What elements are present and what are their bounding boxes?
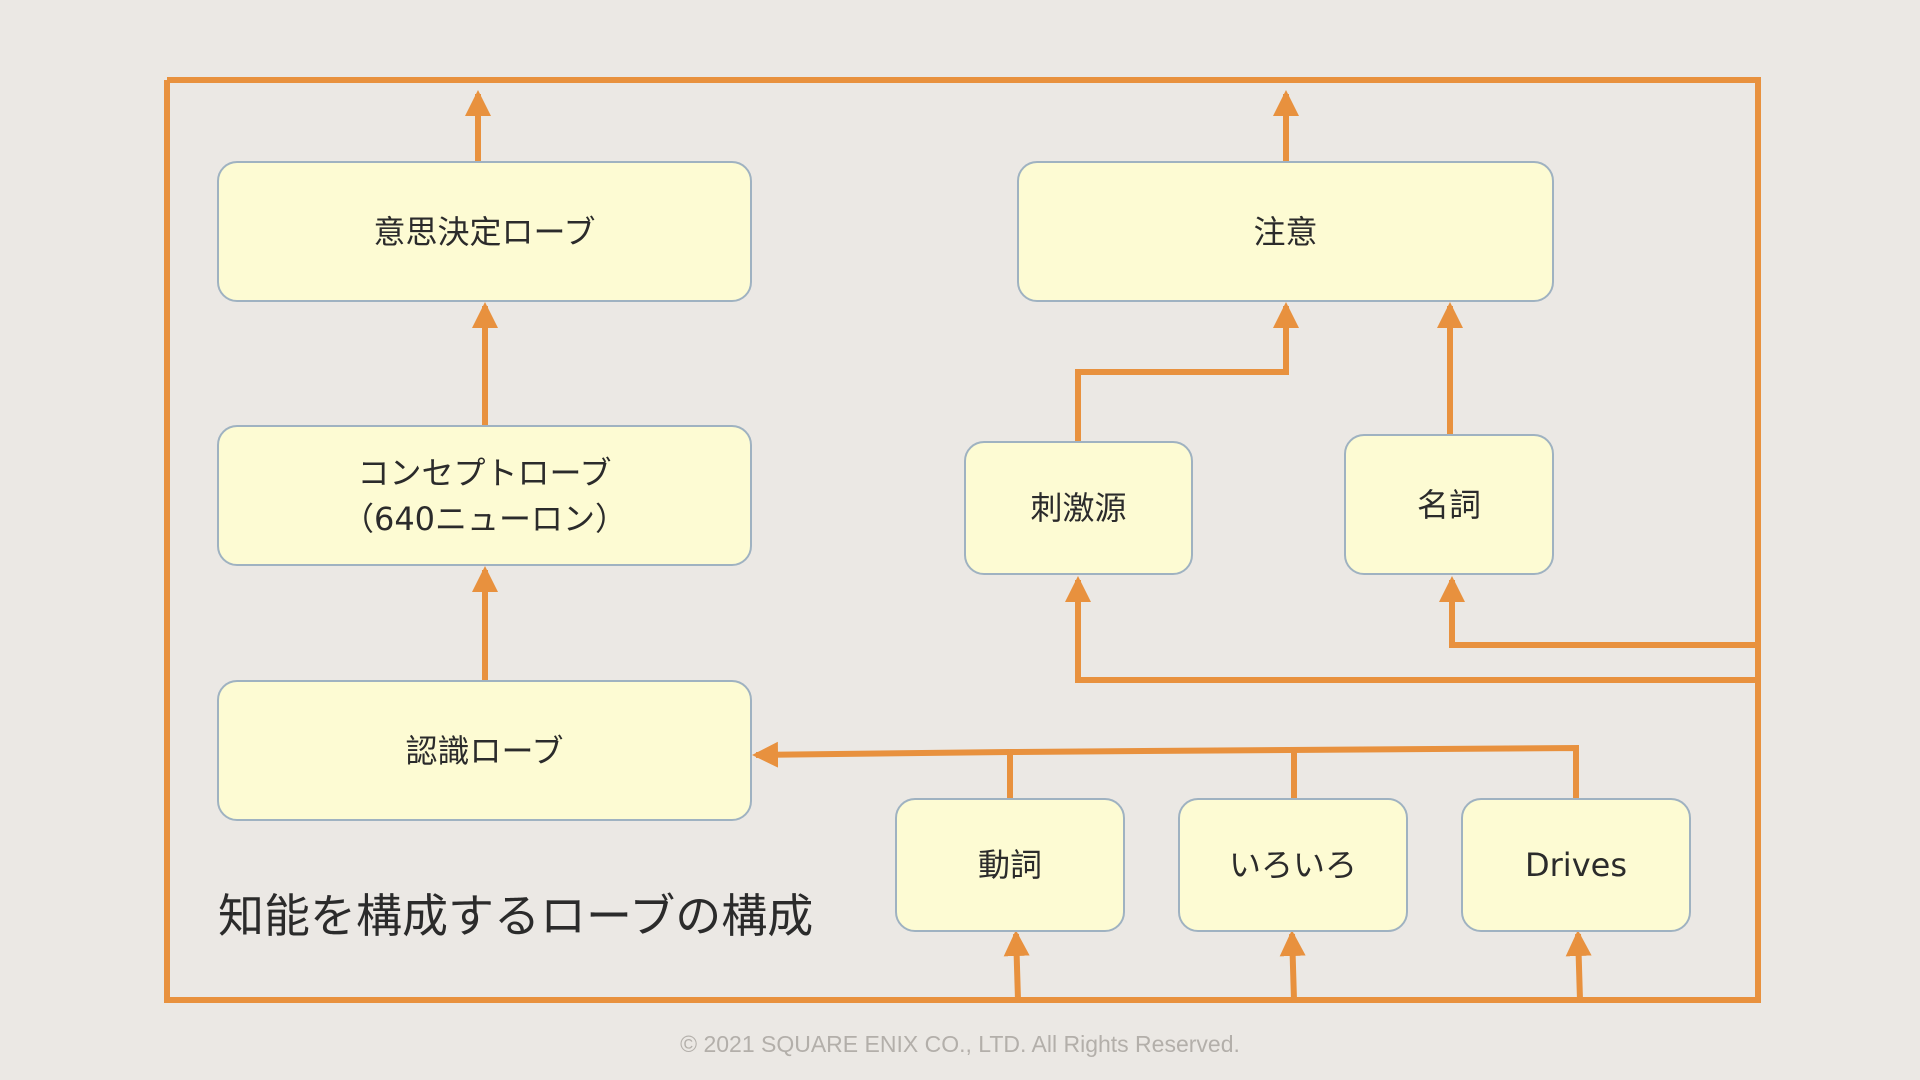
- noun-label: 名詞: [1416, 485, 1481, 524]
- verb-box: 動詞: [895, 798, 1125, 932]
- recognition-lobe-box: 認識ローブ: [217, 680, 752, 821]
- attention-label: 注意: [1253, 212, 1318, 251]
- diagram-title: 知能を構成するローブの構成: [218, 889, 814, 943]
- copyright-notice: © 2021 SQUARE ENIX CO., LTD. All Rights …: [680, 1031, 1240, 1057]
- arrow-loop-to-stimulus: [1065, 576, 1758, 683]
- misc-label: いろいろ: [1228, 846, 1357, 884]
- attention-box: 注意: [1017, 161, 1554, 302]
- bus-drives-branch: [1009, 744, 1579, 798]
- verb-label: 動詞: [977, 846, 1042, 884]
- arrow-loop-to-verb: [1003, 930, 1030, 1001]
- drives-box: Drives: [1461, 798, 1691, 932]
- decision-lobe-label: 意思決定ローブ: [373, 212, 596, 251]
- noun-box: 名詞: [1344, 434, 1554, 575]
- arrow-bus-to-recognition: [752, 741, 1011, 768]
- stimulus-label: 刺激源: [1030, 489, 1127, 527]
- concept-lobe-label: コンセプトローブ （640ニューロン）: [341, 453, 628, 538]
- arrow-loop-to-noun: [1439, 576, 1758, 648]
- outer-loop-line: [164, 77, 1761, 1003]
- arrow-stimulus-to-attention: [1075, 302, 1299, 441]
- stimulus-box: 刺激源: [964, 441, 1193, 575]
- recognition-lobe-label: 認識ローブ: [405, 731, 564, 770]
- arrow-loop-to-drives: [1565, 930, 1592, 1001]
- misc-box: いろいろ: [1178, 798, 1408, 932]
- drives-label: Drives: [1525, 846, 1627, 884]
- concept-lobe-box: コンセプトローブ （640ニューロン）: [217, 425, 752, 566]
- decision-lobe-box: 意思決定ローブ: [217, 161, 752, 302]
- arrow-loop-to-misc: [1279, 930, 1306, 1001]
